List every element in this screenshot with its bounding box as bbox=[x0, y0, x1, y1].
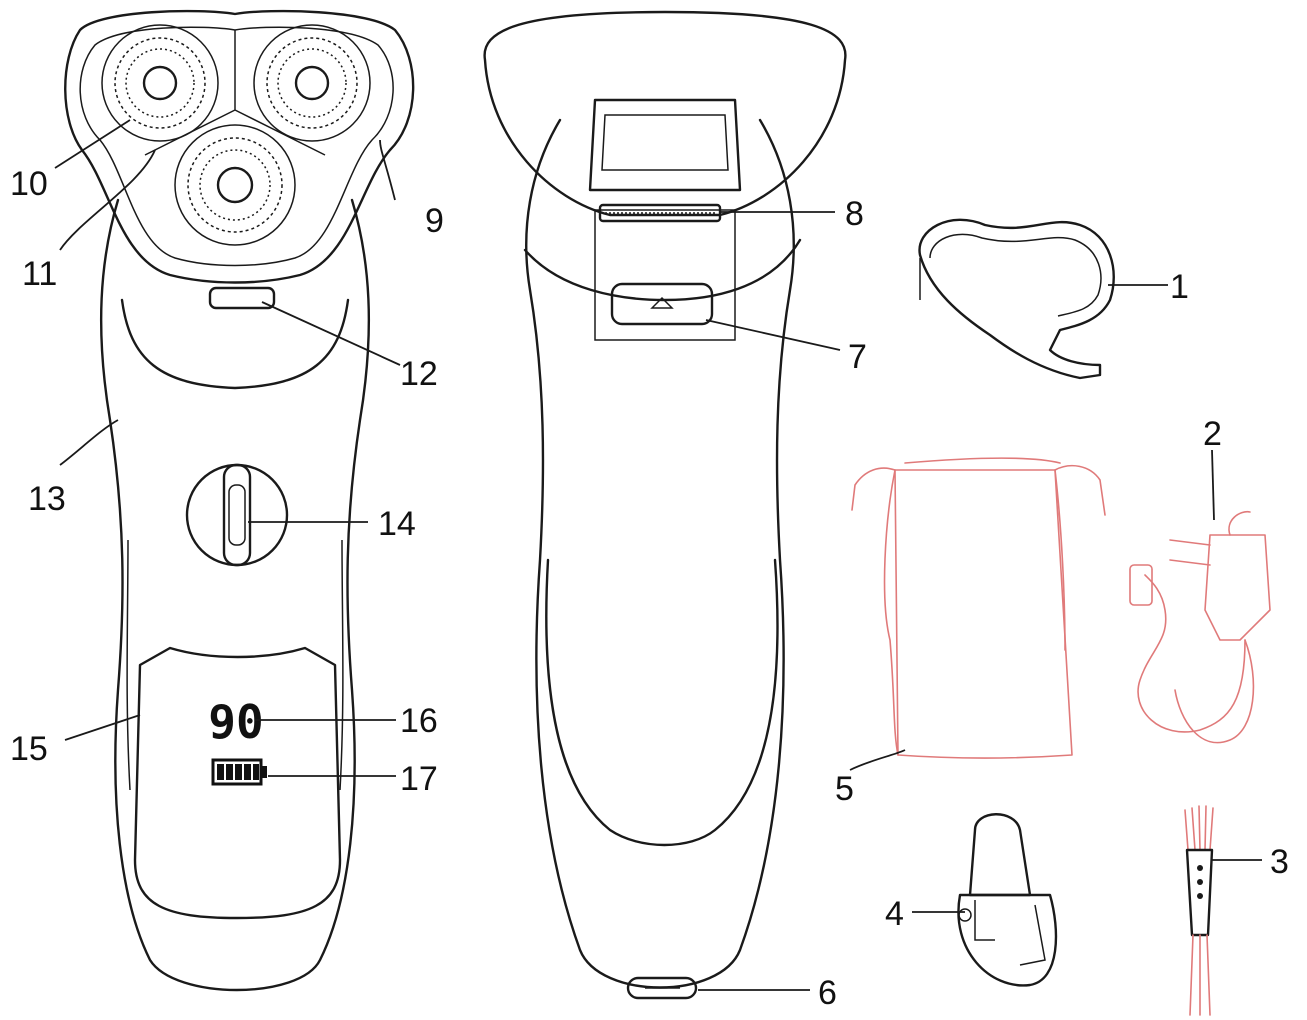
display-readout: 90 bbox=[208, 695, 263, 749]
battery-icon bbox=[211, 758, 267, 786]
trimmer-housing bbox=[588, 98, 742, 192]
callout-9: 9 bbox=[425, 202, 444, 240]
power-adapter bbox=[1129, 510, 1271, 744]
trimmer-blade bbox=[598, 203, 722, 223]
display-panel bbox=[133, 646, 342, 920]
travel-pouch bbox=[851, 457, 1106, 759]
front-neck bbox=[120, 298, 350, 390]
callout-17: 17 bbox=[400, 760, 438, 798]
callout-3: 3 bbox=[1270, 843, 1289, 881]
front-body-inner bbox=[126, 539, 344, 791]
blade-bottom bbox=[174, 124, 296, 246]
shaving-head bbox=[64, 9, 415, 284]
callout-5: 5 bbox=[835, 770, 854, 808]
back-body-outline bbox=[525, 118, 795, 989]
back-head-cap bbox=[483, 10, 847, 217]
head-release-button bbox=[208, 286, 276, 310]
front-body-outline bbox=[99, 198, 371, 992]
head-holder bbox=[957, 813, 1058, 987]
leader-lines bbox=[54, 119, 1262, 991]
callout-16: 16 bbox=[400, 702, 438, 740]
back-collar bbox=[523, 238, 802, 302]
protective-cap bbox=[918, 218, 1115, 380]
callout-12: 12 bbox=[400, 355, 438, 393]
switch-surround bbox=[185, 463, 289, 567]
back-shaver bbox=[483, 10, 847, 1000]
power-switch bbox=[222, 463, 252, 567]
callout-10: 10 bbox=[10, 165, 48, 203]
callout-15: 15 bbox=[10, 730, 48, 768]
blade-left bbox=[101, 24, 219, 142]
callout-numbers: 10 9 11 12 13 14 15 16 17 8 7 6 1 2 5 3 … bbox=[10, 165, 1289, 1012]
back-lower-panel bbox=[545, 558, 779, 847]
callout-13: 13 bbox=[28, 480, 66, 518]
shaving-head-inner bbox=[79, 26, 394, 267]
callout-1: 1 bbox=[1170, 268, 1189, 306]
front-shaver: 90 bbox=[64, 9, 415, 992]
callout-7: 7 bbox=[848, 338, 867, 376]
callout-8: 8 bbox=[845, 195, 864, 233]
cleaning-brush bbox=[1184, 805, 1214, 1016]
charging-socket bbox=[626, 976, 698, 1000]
callout-14: 14 bbox=[378, 505, 416, 543]
callout-4: 4 bbox=[885, 895, 904, 933]
trimmer-button bbox=[610, 282, 714, 326]
blade-right bbox=[253, 24, 371, 142]
callout-2: 2 bbox=[1203, 415, 1222, 453]
callout-6: 6 bbox=[818, 974, 837, 1012]
callout-11: 11 bbox=[22, 255, 57, 293]
